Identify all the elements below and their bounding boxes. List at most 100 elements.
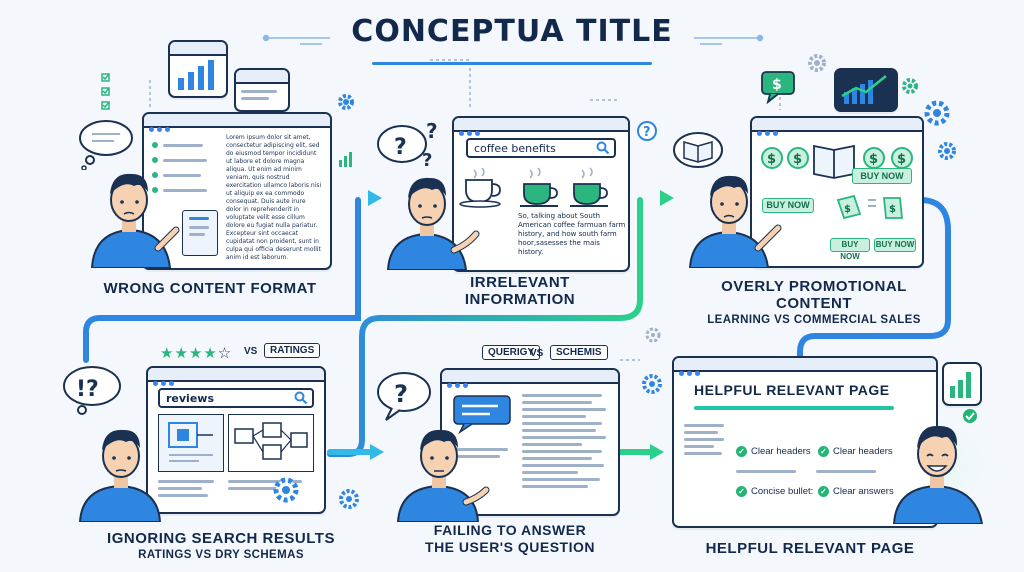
gear-icon-9: [645, 327, 661, 343]
svg-text:?: ?: [426, 119, 438, 143]
person-puzzled: [386, 177, 480, 270]
caption-promotional-sub: LEARNING VS COMMERCIAL SALES: [707, 314, 921, 326]
coffee-search-input[interactable]: coffee benefits: [466, 138, 616, 158]
svg-text:?: ?: [643, 125, 651, 140]
check-label-1: Clear headers: [751, 446, 811, 458]
schemis-pill: SCHEMIS: [550, 345, 608, 360]
caption-helpful: HELPFUL RELEVANT PAGE: [705, 540, 915, 557]
gear-icon-5: [938, 142, 956, 160]
helpful-window: HELPFUL RELEVANT PAGE ✓ Clear headers ✓ Cl…: [672, 356, 938, 528]
search-query: coffee benefits: [474, 142, 556, 155]
svg-text:$: $: [889, 204, 896, 215]
svg-text:!?: !?: [76, 377, 99, 402]
svg-text:$: $: [793, 152, 802, 167]
question-bubble-icon: ? ? ?: [377, 119, 438, 171]
growth-chart-window: [834, 68, 898, 112]
caption-irrelevant-line2: INFORMATION: [464, 291, 576, 308]
ignoring-window: reviews: [146, 366, 326, 514]
title-underline: [372, 62, 652, 65]
svg-text:$: $: [772, 77, 782, 93]
buy-now-button-1[interactable]: BUY NOW: [852, 168, 912, 184]
check-item-2: ✓ Clear headers: [818, 446, 893, 457]
svg-text:$: $: [844, 204, 851, 215]
buy-now-button-3[interactable]: BUY NOW: [830, 238, 870, 261]
query-pill: QUERIGY: [482, 345, 541, 360]
buy-now-button-2[interactable]: BUY NOW: [762, 198, 814, 213]
caption-irrelevant-line1: IRRELEVANT: [470, 274, 570, 291]
dollar-book-row: $ $ $ $: [761, 144, 913, 179]
question-circle-icon: ?: [637, 121, 657, 141]
svg-text:$: $: [897, 152, 906, 167]
svg-text:$: $: [767, 152, 776, 167]
svg-text:?: ?: [394, 380, 408, 408]
person-happy: [892, 425, 984, 524]
coffee-cups-icon: [520, 167, 608, 207]
person-confused: [90, 173, 180, 268]
check-icon: ✓: [818, 446, 829, 457]
failing-window: [440, 368, 620, 516]
caption-failing-line1: FAILING TO ANSWER: [433, 522, 587, 538]
caption-ignoring-main: IGNORING SEARCH RESULTS: [107, 530, 335, 547]
check-icon: ✓: [736, 446, 747, 457]
check-item-1: ✓ Clear headers: [736, 446, 811, 457]
search-query: reviews: [166, 392, 214, 405]
caption-failing-line2: THE USER'S QUESTION: [425, 539, 595, 555]
check-circle-icon: [963, 409, 977, 423]
caption-wrong-format: WRONG CONTENT FORMAT: [103, 280, 317, 297]
gear-icon-7: [339, 489, 359, 509]
bar-chart-icon: [178, 60, 214, 90]
page-title: CONCEPTUA TITLE: [351, 14, 673, 49]
check-item-4: ✓ Clear answers: [818, 486, 894, 497]
gear-icon-8: [642, 374, 662, 394]
reviews-search-input[interactable]: reviews: [158, 388, 314, 408]
book-bubble-icon: [673, 132, 723, 168]
chat-bubble-icon: [453, 395, 511, 434]
buy-now-button-4[interactable]: BUY NOW: [874, 238, 916, 252]
caption-irrelevant: IRRELEVANT INFORMATION: [420, 274, 620, 308]
star-rating: ★★★★☆: [160, 344, 233, 362]
caption-ignoring-sub: RATINGS VS DRY SCHEMAS: [138, 549, 304, 561]
mini-growth-window: [942, 362, 982, 406]
gear-icon-6: [273, 477, 299, 503]
person-frustrated: [78, 429, 162, 522]
flow-schema-icon: [234, 422, 308, 460]
thought-bubble-icon: [79, 120, 133, 170]
small-card: [182, 210, 218, 256]
coffee-cup-icon: [459, 168, 501, 208]
caption-ignoring: IGNORING SEARCH RESULTS RATINGS VS DRY S…: [96, 530, 346, 564]
check-label-4: Clear answers: [833, 486, 894, 498]
dense-text-block: Lorem ipsum dolor sit amet, consectetur …: [226, 134, 322, 260]
schema-diagram-card-2: [228, 414, 314, 472]
ratings-pill: RATINGS: [264, 343, 321, 358]
search-icon: [596, 141, 610, 155]
check-label-2: Clear headers: [833, 446, 893, 458]
check-icon: ✓: [818, 486, 829, 497]
vs-label-schemis: VS: [530, 348, 544, 359]
gear-icon: [338, 94, 354, 110]
mini-bars-icon-2: [950, 372, 971, 398]
svg-text:?: ?: [394, 135, 407, 160]
gear-icon-4: [924, 100, 950, 126]
caption-promotional-main: OVERLY PROMOTIONAL CONTENT: [721, 278, 907, 312]
person-unhappy: [688, 175, 782, 268]
trend-up-icon: [841, 75, 887, 104]
check-icon: ✓: [736, 486, 747, 497]
helpful-page-heading: HELPFUL RELEVANT PAGE: [694, 382, 890, 398]
bullet-list: [152, 136, 220, 202]
price-tags-icon: $ $: [836, 194, 903, 220]
checklist-icon: [101, 73, 110, 110]
gear-icon-3: [902, 78, 918, 94]
svg-text:?: ?: [422, 150, 432, 171]
vs-label-ratings: VS: [244, 346, 258, 357]
wrong-format-window: Lorem ipsum dolor sit amet, consectetur …: [142, 112, 332, 270]
promotional-window: $ $ $ $ BUY NOW BUY NOW $ $ BUY NOW BUY …: [750, 116, 924, 268]
question-bubble-icon-2: ?: [377, 372, 431, 421]
gear-icon-2: [808, 54, 826, 72]
svg-text:$: $: [869, 152, 878, 167]
person-skeptical: [396, 429, 490, 522]
caption-promotional: OVERLY PROMOTIONAL CONTENT LEARNING VS C…: [684, 278, 944, 329]
search-icon: [294, 391, 308, 405]
mini-chart-window: [168, 40, 228, 98]
schema-diagram-card-1: [158, 414, 224, 472]
